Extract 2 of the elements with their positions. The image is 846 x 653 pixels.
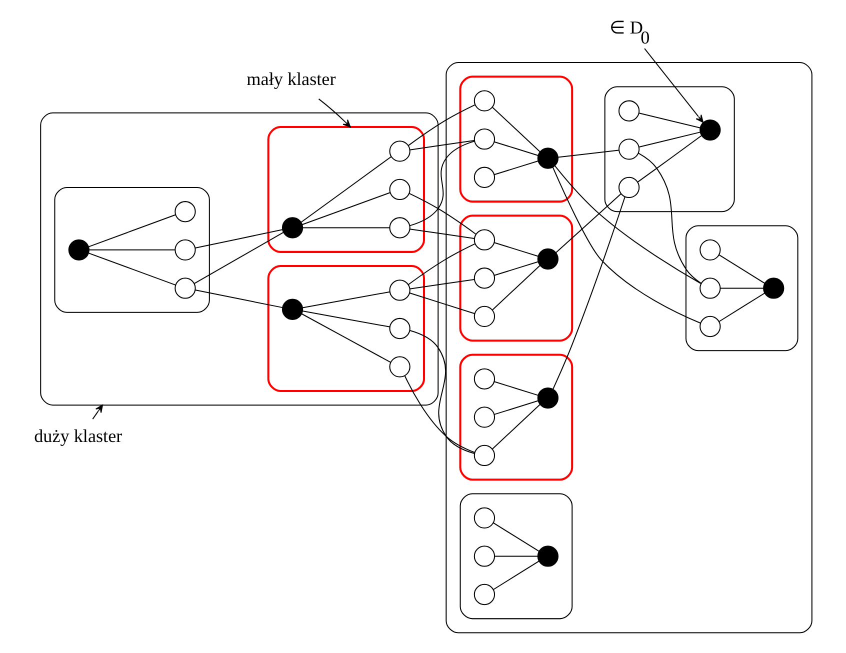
node-text: duży klaster [34, 426, 122, 446]
node-text: mały klaster [246, 69, 336, 90]
